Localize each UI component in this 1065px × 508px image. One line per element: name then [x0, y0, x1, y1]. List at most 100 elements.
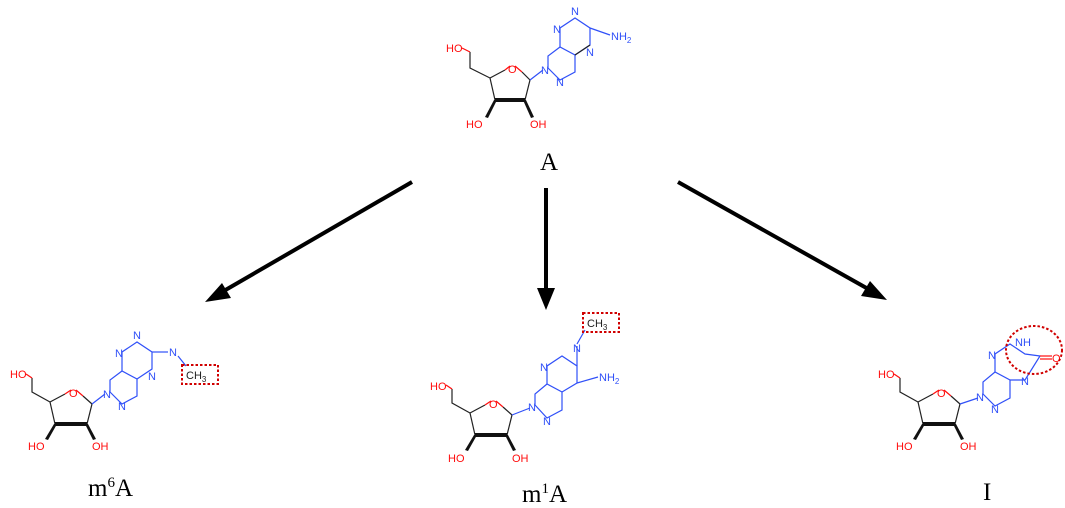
bond — [489, 69, 506, 79]
arrow-head — [861, 281, 887, 300]
arrow-shaft — [220, 180, 414, 294]
atom-hydroxyl: HO — [446, 43, 463, 55]
atom-ring-oxygen: O — [69, 388, 78, 400]
wedge-bond — [523, 100, 534, 118]
atom-nitrogen: N — [991, 404, 999, 416]
bond — [514, 65, 523, 73]
bond — [484, 400, 492, 406]
bond — [49, 401, 56, 425]
atom-amine: NH2 — [599, 372, 620, 386]
wedge-bond — [475, 433, 507, 437]
bond — [932, 389, 940, 395]
atom-nitrogen: N — [976, 392, 984, 404]
atom-hydroxyl: HO — [28, 441, 45, 453]
bond — [899, 378, 919, 403]
molecule-adenosine: O HO HO OH N N N N N NH2 A — [446, 6, 632, 176]
atom-hydroxyl: HO — [466, 119, 483, 131]
molecule-m6a: O HO HO OH N N N N N NH CH3 m6A — [10, 330, 219, 502]
bond — [511, 407, 531, 416]
atom-ring-oxygen: O — [489, 399, 498, 411]
ring-bond — [994, 343, 1042, 381]
label-m1a: m1A — [522, 481, 567, 508]
arrow-head — [537, 288, 555, 310]
bond — [504, 65, 511, 71]
carbonyl-highlight-ellipse — [1005, 325, 1063, 375]
bond — [469, 52, 491, 79]
arrow-to-m6a — [205, 180, 414, 302]
atom-nitrogen: N — [553, 24, 561, 36]
atom-ring-oxygen: O — [508, 64, 517, 76]
wedge-bond — [55, 422, 87, 426]
atom-nitrogen: N — [528, 402, 536, 414]
atom-nitrogen: N — [118, 401, 126, 413]
atom-hydroxyl: HO — [10, 369, 27, 381]
wedge-bond — [923, 422, 955, 426]
atom-hydroxyl: HO — [896, 441, 913, 453]
wedge-bond — [465, 435, 477, 451]
ring-bond — [121, 341, 153, 380]
atom-hydroxyl: OH — [530, 119, 547, 131]
wedge-bond — [913, 424, 925, 440]
bond — [950, 395, 961, 405]
atom-n6: NH — [169, 347, 177, 359]
bond — [943, 389, 952, 397]
atom-methyl: CH3 — [186, 370, 207, 384]
bond — [893, 373, 901, 379]
atom-n1: N — [573, 343, 581, 355]
bond — [529, 69, 544, 81]
atom-nitrogen: N — [543, 416, 551, 428]
bond — [86, 403, 93, 425]
atom-hydroxyl: HO — [430, 381, 447, 393]
wedge-bond — [485, 100, 497, 118]
molecule-m1a: O HO HO OH N N N N NH2 CH3 m1A — [430, 312, 620, 508]
bond — [576, 376, 599, 384]
atom-nitrogen: N — [586, 47, 594, 59]
bond — [469, 412, 476, 436]
atom-ring-oxygen: O — [937, 388, 946, 400]
atom-nitrogen: N — [571, 6, 579, 18]
arrow-head — [205, 283, 231, 302]
bond — [954, 403, 961, 425]
bond — [25, 373, 33, 379]
atom-amine: NH2 — [611, 31, 632, 45]
bond — [489, 77, 496, 101]
arrow-to-m1a — [537, 188, 555, 310]
bond — [82, 395, 93, 405]
label-m6a: m6A — [88, 475, 133, 502]
bond — [917, 401, 924, 425]
arrow-to-inosine — [677, 180, 887, 300]
atom-nitrogen: N — [1021, 376, 1029, 388]
bond — [469, 404, 486, 414]
wedge-bond — [495, 98, 525, 102]
bond — [64, 389, 72, 395]
methyl-highlight-box — [582, 312, 620, 333]
atom-nh: NH — [1015, 337, 1031, 349]
bond — [502, 406, 513, 416]
bond — [75, 389, 84, 397]
atom-nitrogen: N — [988, 350, 996, 362]
bond — [49, 393, 66, 403]
atom-carbonyl-oxygen: O — [1052, 353, 1061, 365]
bond — [31, 378, 51, 403]
molecule-inosine: O HO HO OH N N N N NH O I — [878, 325, 1063, 506]
bond — [574, 44, 591, 56]
bond — [451, 389, 471, 414]
atom-hydroxyl: OH — [512, 453, 529, 465]
bond — [524, 79, 531, 101]
bond — [589, 27, 611, 36]
atom-hydroxyl: HO — [448, 453, 465, 465]
atom-hydroxyl: HO — [878, 369, 895, 381]
atom-nitrogen: N — [133, 330, 141, 342]
atom-methyl: CH3 — [587, 318, 608, 332]
atom-nitrogen: N — [541, 65, 549, 77]
bond — [91, 393, 106, 405]
bond — [959, 397, 979, 405]
atom-nitrogen: N — [103, 389, 111, 401]
ring-bond — [982, 371, 1011, 407]
bond — [445, 384, 453, 390]
bond — [521, 71, 531, 81]
arrow-shaft — [677, 180, 871, 292]
wedge-bond — [85, 424, 96, 440]
